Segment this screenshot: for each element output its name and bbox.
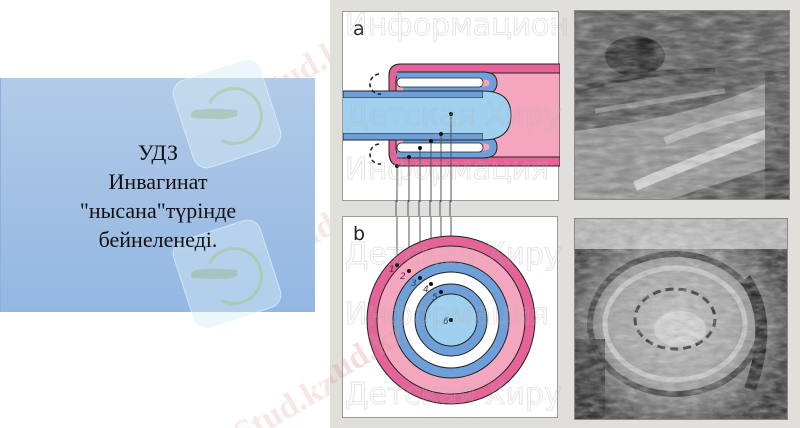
layer-number-1: 1 — [389, 265, 395, 275]
ultrasound-image-longitudinal — [574, 10, 790, 200]
panel-label-a: a — [353, 18, 365, 40]
caption-line: бейнеленеді. — [98, 227, 218, 252]
ultrasound-image-target-sign — [574, 218, 788, 420]
caption-line: "нысана"түрінде — [79, 198, 237, 223]
layer-number-4: 4 — [423, 285, 429, 295]
layer-number-3: 3 — [411, 279, 417, 289]
slide-left-area: Stud.kz Stud Stud.kz УДЗ Инвагинат "ныса… — [0, 0, 362, 428]
layer-number-2: 2 — [400, 272, 406, 282]
cross-section-diagram: 1 2 3 4 5 6 — [366, 217, 536, 405]
diagram-panel-b: 1 2 3 4 5 6 b Детская Хиру Информация Де… — [342, 216, 562, 418]
longitudinal-diagram — [343, 63, 560, 202]
diagram-panel-a: a Информацион Детская Хиру Информация — [342, 8, 570, 202]
layer-number-5: 5 — [432, 293, 438, 303]
intussusception-figure: a Информацион Детская Хиру Информация — [330, 0, 800, 428]
watermark-text: Stud.kz — [227, 364, 343, 428]
panel-label-b: b — [353, 223, 366, 245]
layer-number-6: 6 — [443, 317, 449, 327]
caption-line-title: УДЗ — [138, 140, 178, 165]
caption-textbox: УДЗ Инвагинат "нысана"түрінде бейнеленед… — [0, 56, 315, 332]
caption-line: Инвагинат — [108, 169, 208, 194]
caption-text: УДЗ Инвагинат "нысана"түрінде бейнеленед… — [1, 138, 315, 254]
